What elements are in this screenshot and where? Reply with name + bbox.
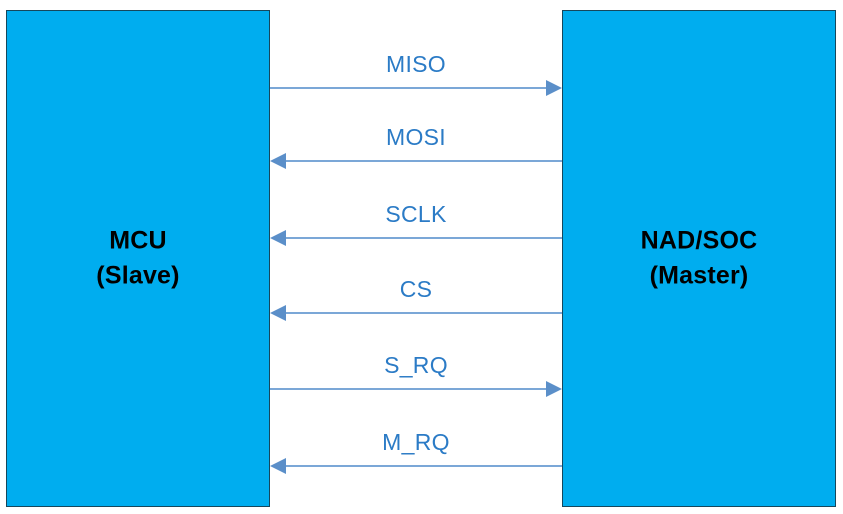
arrowhead-right-icon: [546, 381, 562, 397]
signal-label: SCLK: [385, 201, 447, 227]
node-nad-soc-subtitle: (Master): [649, 261, 749, 290]
arrowhead-left-icon: [270, 230, 286, 246]
signal-label: S_RQ: [384, 352, 448, 378]
node-nad-soc-title: NAD/SOC: [640, 226, 758, 254]
signal-line: [286, 160, 562, 162]
arrowhead-left-icon: [270, 305, 286, 321]
signal-label: MISO: [386, 51, 446, 77]
arrowhead-right-icon: [546, 80, 562, 96]
signal-line: [270, 388, 546, 390]
signal-label: M_RQ: [382, 429, 450, 455]
node-mcu[interactable]: MCU (Slave): [6, 10, 270, 507]
signal-line: [286, 237, 562, 239]
node-mcu-labels: MCU (Slave): [7, 226, 269, 291]
signal-line: [286, 465, 562, 467]
signal-label: MOSI: [386, 124, 446, 150]
node-nad-soc-labels: NAD/SOC (Master): [563, 226, 835, 291]
arrowhead-left-icon: [270, 458, 286, 474]
node-mcu-subtitle: (Slave): [96, 261, 180, 290]
node-mcu-title: MCU: [109, 226, 167, 254]
arrowhead-left-icon: [270, 153, 286, 169]
node-nad-soc[interactable]: NAD/SOC (Master): [562, 10, 836, 507]
signal-line: [286, 312, 562, 314]
signal-line: [270, 87, 546, 89]
signal-label: CS: [399, 276, 433, 302]
